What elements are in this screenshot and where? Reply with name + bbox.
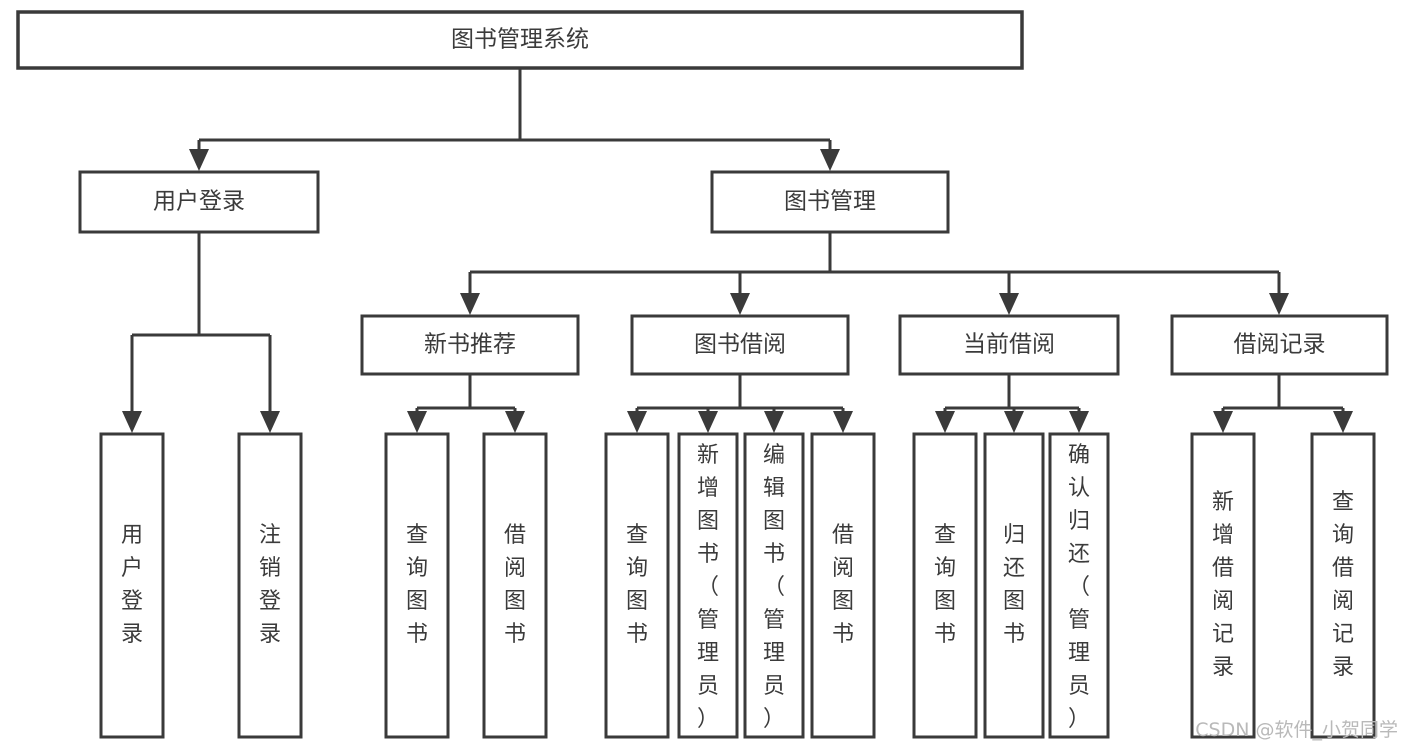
node-leaf-borrow-book-2[interactable]: 借阅图书 [810, 432, 876, 739]
node-current-borrow[interactable]: 当前借阅 [898, 314, 1120, 376]
node-label-leaf-user-login: 用户登录 [121, 523, 143, 647]
node-box-current-borrow[interactable] [898, 314, 1120, 376]
arrow-head-icon [505, 411, 525, 433]
node-box-user-login[interactable] [78, 170, 320, 234]
node-label-leaf-query-record: 查询借阅记录 [1332, 490, 1354, 680]
arrow-head-icon [1004, 411, 1024, 433]
node-box-leaf-edit-book[interactable] [743, 432, 805, 739]
connector-group-currentborrow-to-leaves [935, 374, 1089, 433]
arrow-head-icon [627, 411, 647, 433]
node-label-leaf-borrow-book-1: 借阅图书 [504, 523, 526, 647]
node-new-book-rec[interactable]: 新书推荐 [360, 314, 580, 376]
node-label-leaf-edit-book: 编辑图书（管理员） [763, 443, 785, 732]
node-label-book-manage: 图书管理 [784, 189, 876, 215]
arrow-head-icon [730, 293, 750, 315]
node-book-manage[interactable]: 图书管理 [710, 170, 950, 234]
node-leaf-query-book-1[interactable]: 查询图书 [384, 432, 450, 739]
node-leaf-query-book-2[interactable]: 查询图书 [604, 432, 670, 739]
node-borrow-record[interactable]: 借阅记录 [1170, 314, 1389, 376]
node-leaf-edit-book[interactable]: 编辑图书（管理员） [743, 432, 805, 739]
node-box-leaf-add-book[interactable] [677, 432, 739, 739]
node-label-user-login: 用户登录 [153, 189, 245, 215]
arrow-head-icon [1333, 411, 1353, 433]
node-box-leaf-query-book-3[interactable] [912, 432, 978, 739]
node-leaf-logout[interactable]: 注销登录 [237, 432, 303, 739]
arrow-head-icon [407, 411, 427, 433]
node-label-current-borrow: 当前借阅 [963, 332, 1055, 358]
node-box-leaf-logout[interactable] [237, 432, 303, 739]
node-box-leaf-confirm-return[interactable] [1048, 432, 1110, 739]
node-box-leaf-query-record[interactable] [1310, 432, 1376, 739]
node-label-leaf-add-book: 新增图书（管理员） [697, 443, 719, 732]
node-box-leaf-query-book-1[interactable] [384, 432, 450, 739]
node-leaf-user-login[interactable]: 用户登录 [99, 432, 165, 739]
csdn-watermark: CSDN @软件_小贺同学 [1195, 719, 1398, 741]
connector-group-newbookrec-to-leaves [407, 374, 525, 433]
arrow-head-icon [1069, 411, 1089, 433]
node-user-login[interactable]: 用户登录 [78, 170, 320, 234]
connector-layer [122, 68, 1353, 433]
node-label-borrow-record: 借阅记录 [1234, 332, 1326, 358]
node-leaf-query-record[interactable]: 查询借阅记录 [1310, 432, 1376, 739]
arrow-head-icon [1213, 411, 1233, 433]
node-leaf-add-book[interactable]: 新增图书（管理员） [677, 432, 739, 739]
node-box-leaf-add-record[interactable] [1190, 432, 1256, 739]
arrow-head-icon [820, 149, 840, 171]
node-label-leaf-add-record: 新增借阅记录 [1212, 490, 1234, 680]
node-leaf-query-book-3[interactable]: 查询图书 [912, 432, 978, 739]
node-book-borrow[interactable]: 图书借阅 [630, 314, 850, 376]
arrow-head-icon [260, 411, 280, 433]
node-label-leaf-query-book-1: 查询图书 [406, 523, 428, 647]
node-box-leaf-user-login[interactable] [99, 432, 165, 739]
node-label-leaf-query-book-3: 查询图书 [934, 523, 956, 647]
arrow-head-icon [1269, 293, 1289, 315]
node-label-new-book-rec: 新书推荐 [424, 332, 516, 358]
node-leaf-confirm-return[interactable]: 确认归还（管理员） [1048, 432, 1110, 739]
node-label-leaf-return-book: 归还图书 [1003, 523, 1025, 647]
node-box-leaf-borrow-book-1[interactable] [482, 432, 548, 739]
node-leaf-return-book[interactable]: 归还图书 [983, 432, 1045, 739]
node-leaf-add-record[interactable]: 新增借阅记录 [1190, 432, 1256, 739]
node-label-leaf-confirm-return: 确认归还（管理员） [1068, 443, 1090, 732]
arrow-head-icon [189, 149, 209, 171]
arrow-head-icon [833, 411, 853, 433]
node-box-leaf-return-book[interactable] [983, 432, 1045, 739]
node-box-leaf-borrow-book-2[interactable] [810, 432, 876, 739]
arrow-head-icon [935, 411, 955, 433]
connector-group-root-to-level1 [189, 68, 840, 171]
node-label-leaf-logout: 注销登录 [259, 523, 281, 647]
arrow-head-icon [698, 411, 718, 433]
arrow-head-icon [460, 293, 480, 315]
node-root[interactable]: 图书管理系统 [16, 10, 1024, 70]
arrow-head-icon [764, 411, 784, 433]
node-box-new-book-rec[interactable] [360, 314, 580, 376]
node-box-leaf-query-book-2[interactable] [604, 432, 670, 739]
node-box-book-manage[interactable] [710, 170, 950, 234]
arrow-head-icon [999, 293, 1019, 315]
connector-group-userlogin-to-leaves [122, 232, 280, 433]
node-label-book-borrow: 图书借阅 [694, 332, 786, 358]
connector-group-borrowrecord-to-leaves [1213, 374, 1353, 433]
connector-group-bookmanage-to-level2 [460, 232, 1289, 315]
connector-group-bookborrow-to-leaves [627, 374, 853, 433]
node-layer: 图书管理系统用户登录图书管理新书推荐图书借阅当前借阅借阅记录用户登录注销登录查询… [16, 10, 1389, 739]
arrow-head-icon [122, 411, 142, 433]
node-box-root[interactable] [16, 10, 1024, 70]
node-label-leaf-borrow-book-2: 借阅图书 [832, 523, 854, 647]
node-leaf-borrow-book-1[interactable]: 借阅图书 [482, 432, 548, 739]
node-box-borrow-record[interactable] [1170, 314, 1389, 376]
node-label-root: 图书管理系统 [451, 27, 589, 53]
node-box-book-borrow[interactable] [630, 314, 850, 376]
node-label-leaf-query-book-2: 查询图书 [626, 523, 648, 647]
